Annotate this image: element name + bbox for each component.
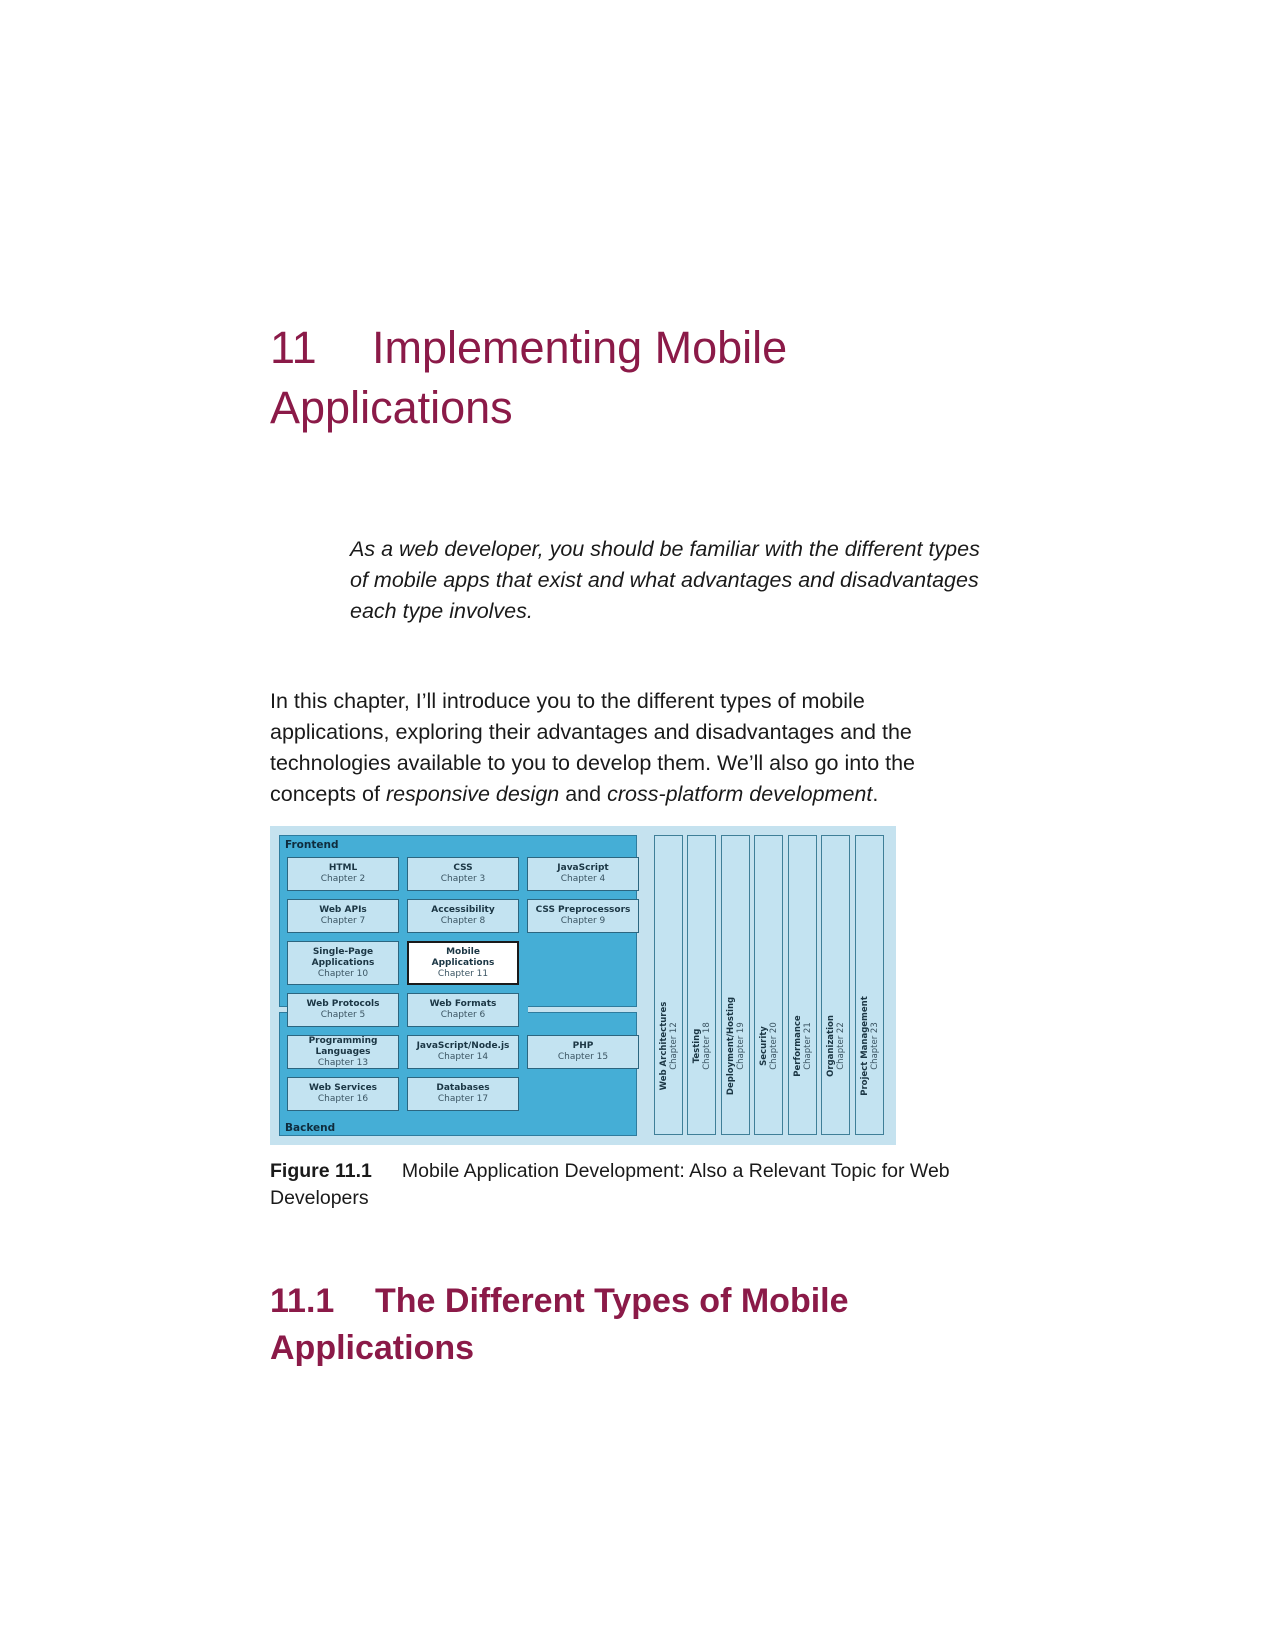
intro-paragraph: In this chapter, I’ll introduce you to t…: [270, 686, 990, 810]
chapter-number: 11: [270, 322, 317, 373]
figure-caption-label: Figure 11.1: [270, 1160, 372, 1182]
frontend-label: Frontend: [285, 839, 339, 851]
backend-region: [279, 1012, 637, 1136]
figure-caption-text: Mobile Application Development: Also a R…: [270, 1160, 950, 1209]
section-number: 11.1: [270, 1282, 335, 1320]
intro-emphasis-cross-platform: cross-platform development: [607, 782, 873, 806]
chapter-title-line2: Applications: [270, 382, 513, 433]
intro-end: .: [872, 782, 879, 806]
epigraph: As a web developer, you should be famili…: [350, 537, 980, 623]
section-title-line2: Applications: [270, 1329, 475, 1367]
intro-and: and: [559, 782, 608, 806]
intro-emphasis-responsive: responsive design: [385, 782, 560, 806]
intro-text: In this chapter, I’ll introduce you to t…: [270, 689, 916, 806]
section-title-line1: The Different Types of Mobile: [375, 1282, 849, 1320]
backend-label: Backend: [285, 1122, 336, 1134]
chapter-title-line1: Implementing Mobile: [372, 322, 788, 373]
